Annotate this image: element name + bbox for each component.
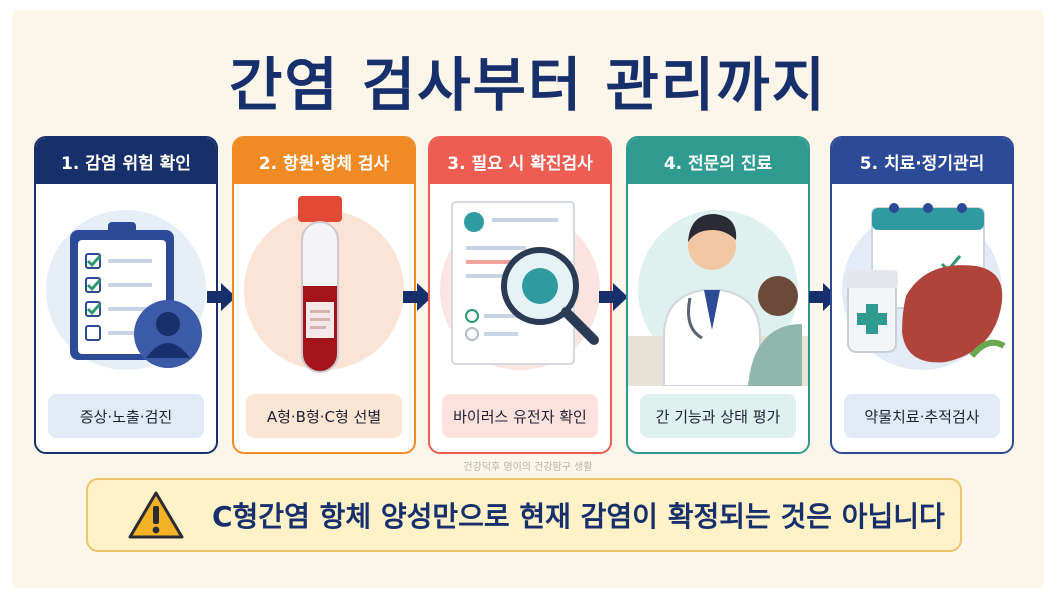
step-caption-1: 증상·노출·검진 [48, 394, 204, 438]
blood-test-tube-icon [234, 186, 414, 386]
step-title-1: 1. 감염 위험 확인 [36, 138, 216, 184]
step-caption-3: 바이러스 유전자 확인 [442, 394, 598, 438]
step-card-3: 3. 필요 시 확진검사 바이러스 유전자 확인 [428, 136, 612, 454]
warning-triangle-icon [128, 491, 184, 539]
step-caption-2: A형·B형·C형 선별 [246, 394, 402, 438]
watermark: 건강덕후 영이의 건강탐구 생활 [463, 462, 593, 473]
step-card-4: 4. 전문의 진료 간 기능과 상태 평가 [626, 136, 810, 454]
clipboard-checklist-icon [36, 186, 216, 386]
step-card-2: 2. 항원·항체 검사 A형·B형·C형 선별 [232, 136, 416, 454]
calendar-medicine-liver-icon [832, 186, 1012, 386]
step-card-1: 1. 감염 위험 확인 증상·노출·검진 [34, 136, 218, 454]
virus-magnifier-icon [430, 186, 610, 386]
step-caption-5: 약물치료·추적검사 [844, 394, 1000, 438]
arrow-right-icon [207, 283, 236, 311]
warning-banner: C형간염 항체 양성만으로 현재 감염이 확정되는 것은 아닙니다 [86, 478, 962, 552]
step-title-5: 5. 치료·정기관리 [832, 138, 1012, 184]
step-caption-4: 간 기능과 상태 평가 [640, 394, 796, 438]
arrow-right-icon [809, 283, 838, 311]
step-title-2: 2. 항원·항체 검사 [234, 138, 414, 184]
doctor-consultation-icon [628, 186, 808, 386]
page-title: 간염 검사부터 관리까지 [229, 51, 827, 119]
warning-text: C형간염 항체 양성만으로 현재 감염이 확정되는 것은 아닙니다 [212, 500, 945, 533]
step-title-4: 4. 전문의 진료 [628, 138, 808, 184]
step-card-5: 5. 치료·정기관리 약물치료·추적검사 [830, 136, 1014, 454]
step-title-3: 3. 필요 시 확진검사 [430, 138, 610, 184]
arrow-right-icon [403, 283, 432, 311]
arrow-right-icon [599, 283, 628, 311]
